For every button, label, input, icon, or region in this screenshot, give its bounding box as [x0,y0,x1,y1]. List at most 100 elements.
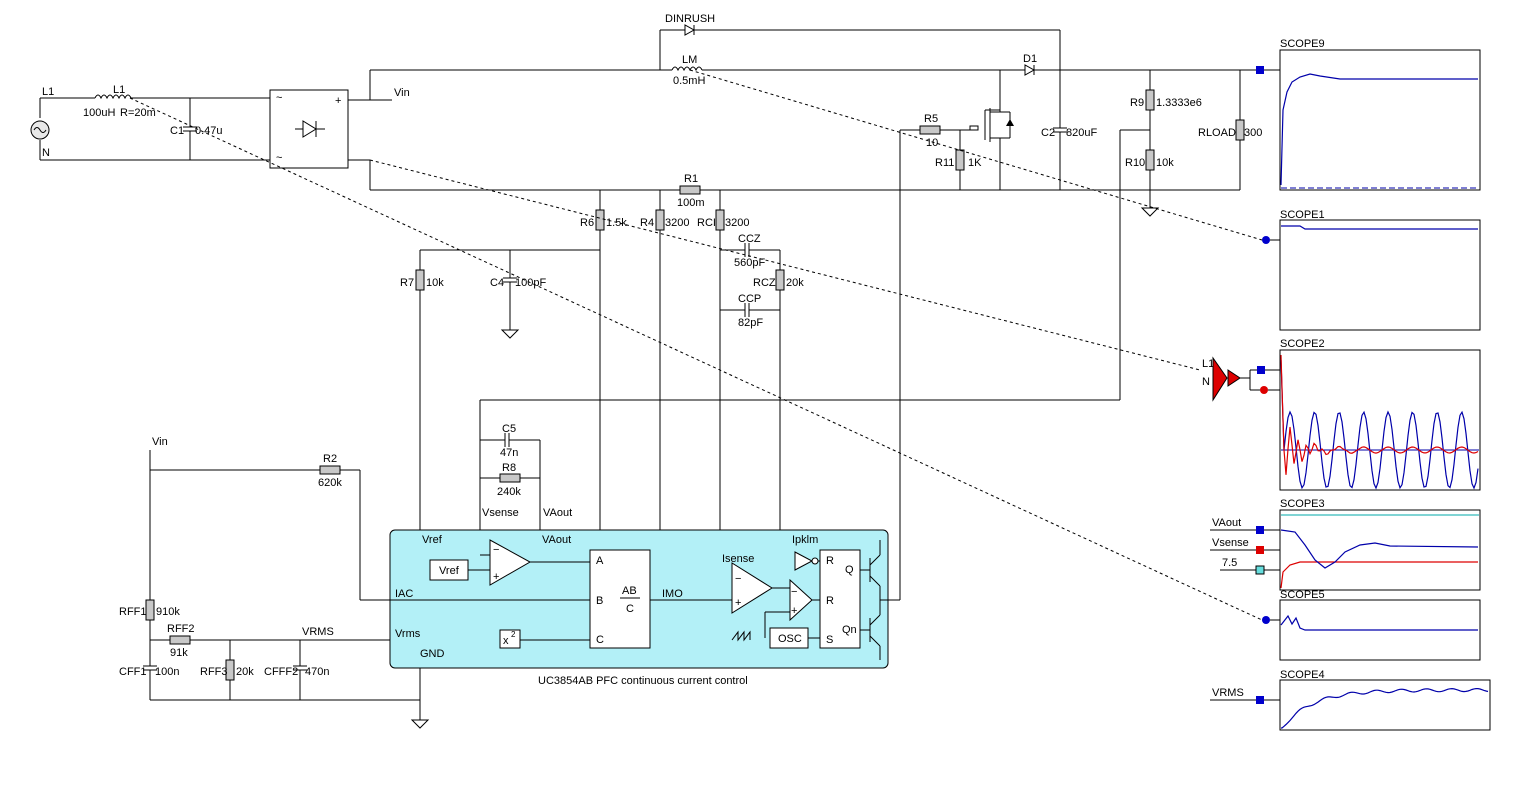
output-driver-transistors [860,540,888,660]
rff3-label: RFF3 [200,666,228,678]
source-l1-label: L1 [42,86,54,98]
scope9-waveform [1280,73,1478,186]
scope1-waveform [1281,225,1478,230]
squarer-block[interactable] [499,629,521,649]
resistor-rload[interactable] [1235,119,1245,141]
c1-label: C1 [170,125,184,137]
r8-label: R8 [502,462,516,474]
scope3-input-vsense: Vsense [1212,537,1249,549]
scope4-port[interactable] [1256,696,1264,704]
ic-cmp-minus: − [791,586,797,598]
inductor-lm[interactable] [671,66,703,72]
r11-label: R11 [935,157,954,169]
scope3-port-1[interactable] [1256,526,1264,534]
current-error-amp[interactable] [731,562,773,614]
mosfet-switch[interactable] [969,108,1014,150]
resistor-rci[interactable] [715,209,725,231]
lm-label: LM [682,54,697,66]
ic-x: x [503,635,509,647]
scope4-waveform [1281,687,1489,729]
resistor-r1[interactable] [679,185,701,195]
ic-ff-r1: R [826,555,834,567]
ic-vref-box-label: Vref [439,565,460,577]
diode-dinrush[interactable] [684,24,696,36]
ic-ca-plus: + [735,597,741,609]
resistor-r2[interactable] [319,465,341,475]
scope1-display[interactable] [1279,219,1481,331]
ic-c2: C [626,603,634,615]
vsense-net-label: Vsense [482,507,519,519]
ic-gnd-label: GND [420,648,445,660]
ccz-label: CCZ [738,233,761,245]
pwm-comparator[interactable] [789,578,813,622]
bridge-rectifier[interactable] [269,89,349,169]
scope5-input-port[interactable] [1262,616,1270,624]
scope2-input-port-2[interactable] [1260,386,1268,394]
resistor-r5[interactable] [919,125,941,135]
rcz-value: 20k [786,277,804,289]
c2-label: C2 [1041,127,1055,139]
c1-value: 0.47u [195,125,223,137]
r1-label: R1 [684,173,698,185]
scope3-port-3[interactable] [1255,565,1265,575]
rs-flipflop[interactable] [819,549,861,649]
ic-a: A [596,555,604,567]
scope4-title: SCOPE4 [1280,669,1325,681]
scope3-display[interactable] [1279,509,1481,591]
scope9-display[interactable] [1279,49,1481,191]
resistor-r8[interactable] [499,473,521,483]
bridge-tilde-bottom: ~ [276,152,282,164]
ac-source[interactable] [30,98,50,160]
scope1-input-port[interactable] [1262,236,1270,244]
scope2-l1-label: L1 [1202,358,1214,370]
vaout-net-label: VAout [543,507,572,519]
r10-label: R10 [1125,157,1145,169]
inductor-l1[interactable] [94,94,132,100]
ic-ipklm-label: Ipklm [792,534,818,546]
multiplier-block[interactable] [589,549,651,649]
resistor-r9[interactable] [1145,89,1155,111]
rff1-value: 910k [156,606,180,618]
lm-value: 0.5mH [673,75,705,87]
l1-value: 100uH [83,107,115,119]
rff3-value: 20k [236,666,254,678]
resistor-r7[interactable] [415,269,425,291]
resistor-rff1[interactable] [145,599,155,621]
scope3-title: SCOPE3 [1280,498,1325,510]
diode-d1[interactable] [1024,64,1036,76]
ramp-icon [731,630,751,642]
scope3-input-const: 7.5 [1222,557,1237,569]
ic-ab: AB [622,585,637,597]
l1-label: L1 [113,84,125,96]
ic-ff-q: Q [845,564,854,576]
r7-label: R7 [400,277,414,289]
vin-net-label: Vin [394,87,410,99]
scope3-waveform-red [1280,561,1478,589]
bridge-plus: + [335,95,341,107]
ccz-value: 560pF [734,257,765,269]
current-probe-icon[interactable] [1212,356,1228,402]
resistor-r10[interactable] [1145,149,1155,171]
r4-label: R4 [640,217,654,229]
rff2-label: RFF2 [167,623,195,635]
ic-vref-label: Vref [422,534,443,546]
probe-line-scope2 [369,159,1201,371]
ic-iac-label: IAC [395,588,413,600]
resistor-r11[interactable] [955,149,965,171]
scope3-input-vaout: VAout [1212,517,1241,529]
resistor-rff2[interactable] [169,635,191,645]
ic-minus: − [493,544,499,556]
scope2-waveform-red [1280,354,1479,475]
scope4-display[interactable] [1279,679,1491,731]
scope3-port-2[interactable] [1256,546,1264,554]
scope2-waveform-blue [1280,359,1479,490]
voltage-error-amp[interactable] [489,539,532,586]
resistor-r6[interactable] [595,209,605,231]
ground-symbol [1140,207,1160,217]
scope9-input-port[interactable] [1256,66,1264,74]
ipklm-comparator[interactable] [794,551,814,571]
resistor-rcz[interactable] [775,269,785,291]
scope5-waveform [1280,614,1478,631]
resistor-r4[interactable] [655,209,665,231]
scope2-input-port-1[interactable] [1257,366,1265,374]
